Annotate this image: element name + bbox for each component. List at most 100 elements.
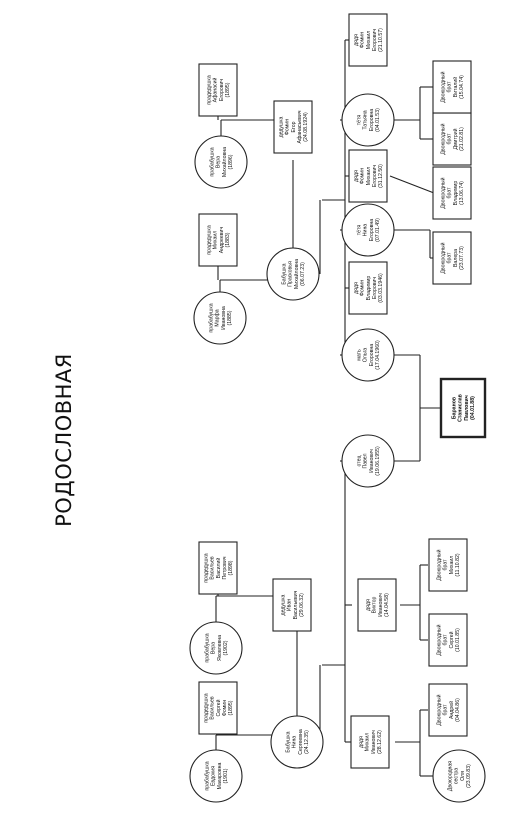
node-label-line: Двоюродный [436,694,443,725]
node-label-line: (13.06.74) [459,181,465,205]
node-label-line: Михаил [365,733,371,752]
node-label-line: дядя [353,170,359,182]
node-label-line: (21.02.81) [459,127,465,151]
node-label-line: (10.01.85) [455,628,461,652]
node-box [439,377,487,439]
node-label-line: прабабушка [205,633,211,662]
node-label-line: Двоюродный [440,242,447,273]
node-box [198,213,238,267]
node-label-line: Михаил [449,556,455,575]
node-label-line: (1896) [228,154,234,169]
node-circle [189,749,243,803]
node-label-line: Двоюродный [440,177,447,208]
node-box [428,613,468,667]
node-label-line: (07.01.49) [375,218,381,242]
connector-line [389,175,435,194]
node-label-line: Нина [292,736,298,749]
node-box [428,683,468,737]
node-label-line: Егорович [372,165,378,188]
node-circle [341,434,395,488]
node-label-line: Василий [215,558,222,579]
connector-lines [215,39,440,777]
node-label-line: Нина [363,224,369,237]
node-box [350,715,390,769]
node-label-line: Виктор [372,597,378,614]
node-circle [189,621,243,675]
node-label-line: (23.07.73) [459,246,465,270]
node-label-line: тётя [357,225,363,236]
node-label-line: Макаровна [217,762,223,789]
node-label-line: (03.03.1946) [378,273,384,303]
node-label-line: (1895) [228,700,234,715]
node-label-line: прабабушка [209,303,215,332]
node-box [348,149,388,203]
node-label-line: Михаил [366,31,372,50]
node-label-line: (1885) [227,310,233,325]
node-label-line: дядя [353,282,359,294]
node-label-line: Ивановна [221,306,227,330]
node-circle [194,135,248,189]
node-box [272,578,312,632]
node-box [432,166,472,220]
node-label-line: (23.09.83) [466,764,472,788]
node-label-line: дедушка [278,116,284,137]
node-label-line: Фомин [360,32,366,48]
node-label-line: (1895) [225,82,231,97]
node-label-line: брат [447,252,453,264]
node-label-line: Бабушка [286,731,292,752]
node-label-line: Двоюродный [436,549,443,580]
node-circle [341,203,395,257]
node-label-line: мать [357,349,363,361]
node-label-line: Баранов [452,397,458,419]
node-label-line: Афанасьевич [297,110,303,143]
node-box [198,541,238,595]
node-label-line: Двоюродный [436,624,443,655]
node-box [357,578,397,632]
node-circle [270,715,324,769]
node-box [198,681,238,735]
node-label-line: дядя [366,599,372,611]
node-label-line: Михайловна [293,259,300,289]
node-label-line: Андрей [448,701,455,719]
node-label-line: брат [447,133,453,145]
node-circle [341,93,395,147]
node-label-line: Двоюродная [448,761,454,791]
node-label-line: (04.01.53) [375,108,381,132]
node-label-line: Васильев [210,696,216,719]
node-label-line: брат [447,81,453,93]
node-label-line: прадедушка [203,553,209,583]
node-label-line: (24.08.1924) [303,112,309,142]
node-label-line: Бабушка [282,263,288,284]
node-label-line: Сергей [215,699,222,716]
node-label-line: Фомин [285,119,291,135]
node-label-line: Сергеевна [298,729,304,755]
node-label-line: (24.12.35) [304,730,310,754]
node-label-line: прадедушка [207,75,213,105]
node-label-line: Фомин [360,280,366,296]
node-circle [266,247,320,301]
node-label-line: (1898) [228,560,234,575]
node-label-line: дядя [353,34,359,46]
node-label-line: Яковлевна [217,635,223,661]
node-label-line: Егорович [372,277,378,300]
node-label-line: брат [443,704,449,716]
node-box [348,261,388,315]
node-label-line: Егоровна [369,219,375,242]
node-label-line: (29.06.32) [299,593,305,617]
